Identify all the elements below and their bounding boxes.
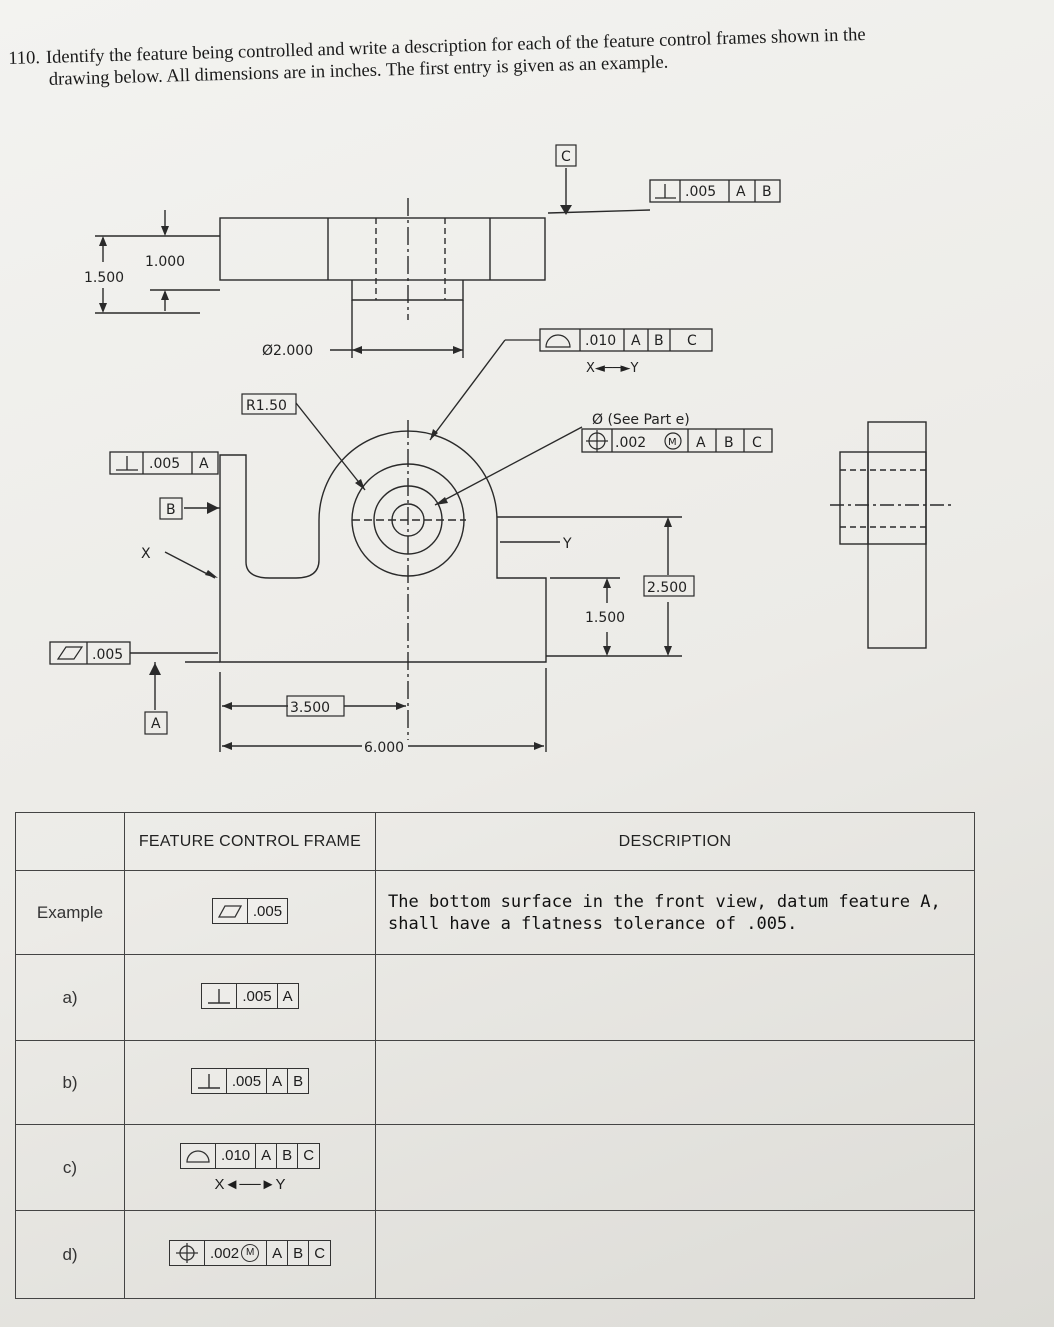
- row-label: b): [15, 1040, 125, 1125]
- fcf-datum: B: [287, 1069, 308, 1093]
- fcf-datum: A: [255, 1143, 276, 1168]
- fcf-profile-datum-b: B: [654, 333, 664, 349]
- side-view-outline: [867, 421, 927, 649]
- perpendicularity-icon: [192, 1069, 226, 1093]
- fcf-perp-ab-value: .005: [685, 184, 716, 200]
- fcf-position-datum-c: C: [752, 435, 762, 451]
- table-row: Example .005 The bottom surface in the f…: [15, 870, 975, 955]
- table-row: c) .010 A B C X◄──►Y: [15, 1124, 975, 1211]
- answer-table: FEATURE CONTROL FRAME DESCRIPTION Exampl…: [15, 812, 975, 1299]
- fcf-perpendicularity: .005 A B: [190, 1068, 310, 1094]
- datum-b: B: [166, 502, 176, 518]
- header-description: DESCRIPTION: [375, 812, 975, 871]
- fcf-value: .005: [246, 899, 287, 923]
- fcf-value: .010: [214, 1143, 255, 1168]
- engineering-drawing: 1.500 1.000 Ø2.000 R1.50 3.500 6.000 1.5…: [49, 144, 955, 756]
- position-icon: [170, 1241, 204, 1265]
- fcf-profile-surface: .010 A B C: [179, 1142, 321, 1169]
- fcf-perpendicularity: .005 A: [201, 983, 299, 1009]
- description-cell[interactable]: [375, 1040, 975, 1125]
- fcf-value: .005: [236, 984, 276, 1008]
- fcf-flatness-drawing: .005: [49, 641, 131, 665]
- table-row: b) .005 A B: [15, 1040, 975, 1125]
- row-label: a): [15, 954, 125, 1041]
- mmc-modifier-icon: M: [241, 1244, 260, 1262]
- row-label: Example: [15, 870, 125, 955]
- dim-1500-right: 1.500: [585, 610, 625, 626]
- front-view-outline: [219, 430, 547, 663]
- fcf-datum: A: [266, 1069, 287, 1093]
- fcf-datum: C: [297, 1143, 319, 1168]
- datum-c: C: [561, 149, 571, 165]
- see-part-e-note: Ø (See Part e): [592, 412, 690, 428]
- flatness-icon: [213, 899, 247, 923]
- fcf-perp-a-datum: A: [199, 456, 209, 472]
- dim-1500-left: 1.500: [84, 270, 124, 286]
- dim-3500: 3.500: [290, 700, 330, 716]
- dim-2500: 2.500: [647, 580, 687, 596]
- fcf-profile-between: X◄──►Y: [586, 361, 639, 376]
- label-y: Y: [562, 536, 572, 552]
- fcf-datum: A: [276, 984, 298, 1008]
- fcf-datum: C: [308, 1241, 330, 1265]
- description-cell[interactable]: [375, 1210, 975, 1299]
- top-view-outline: [219, 217, 546, 281]
- dim-6000: 6.000: [364, 740, 404, 756]
- fcf-datum: B: [287, 1241, 308, 1265]
- description-cell[interactable]: [375, 1124, 975, 1211]
- description-line-1: The bottom surface in the front view, da…: [388, 891, 941, 912]
- dim-dia-2000: Ø2.000: [262, 343, 313, 359]
- description-cell[interactable]: [375, 954, 975, 1041]
- fcf-position-datum-b: B: [724, 435, 734, 451]
- profile-surface-icon: [181, 1144, 215, 1168]
- fcf-flatness-value: .005: [92, 647, 123, 663]
- fcf-position-modifier: M: [668, 437, 677, 448]
- fcf-profile-value: .010: [585, 333, 616, 349]
- label-x: X: [141, 546, 151, 562]
- description-line-2: shall have a flatness tolerance of .005.: [388, 913, 798, 934]
- fcf-perp-ab-datum-b: B: [762, 184, 772, 200]
- fcf-flatness: .005: [211, 898, 289, 924]
- fcf-profile-drawing: .010 A B C X◄──►Y: [505, 328, 713, 376]
- fcf-perp-ab-datum-a: A: [736, 184, 746, 200]
- fcf-position-datum-a: A: [696, 435, 706, 451]
- perpendicularity-icon: [202, 984, 236, 1008]
- table-header-row: FEATURE CONTROL FRAME DESCRIPTION: [15, 812, 975, 871]
- fcf-profile-datum-c: C: [687, 333, 697, 349]
- dim-1000: 1.000: [145, 254, 185, 270]
- header-feature-control-frame: FEATURE CONTROL FRAME: [124, 812, 376, 871]
- table-row: a) .005 A: [15, 954, 975, 1041]
- row-label: c): [15, 1124, 125, 1211]
- fcf-position-value: .002: [615, 435, 646, 451]
- fcf-datum: A: [266, 1241, 287, 1265]
- fcf-perpendicularity-a-drawing: .005 A: [109, 451, 219, 475]
- row-label: d): [15, 1210, 125, 1299]
- fcf-perpendicularity-ab-drawing: .005 A B: [649, 179, 781, 203]
- dim-r150: R1.50: [246, 398, 287, 414]
- description-cell[interactable]: The bottom surface in the front view, da…: [375, 870, 975, 955]
- fcf-perp-a-value: .005: [149, 456, 180, 472]
- fcf-datum: B: [276, 1143, 297, 1168]
- datum-a: A: [151, 716, 161, 732]
- fcf-value: .005: [225, 1069, 266, 1093]
- between-indicator: X◄──►Y: [214, 1175, 286, 1193]
- fcf-position-drawing: .002 M A B C: [581, 428, 773, 453]
- fcf-profile-datum-a: A: [631, 333, 641, 349]
